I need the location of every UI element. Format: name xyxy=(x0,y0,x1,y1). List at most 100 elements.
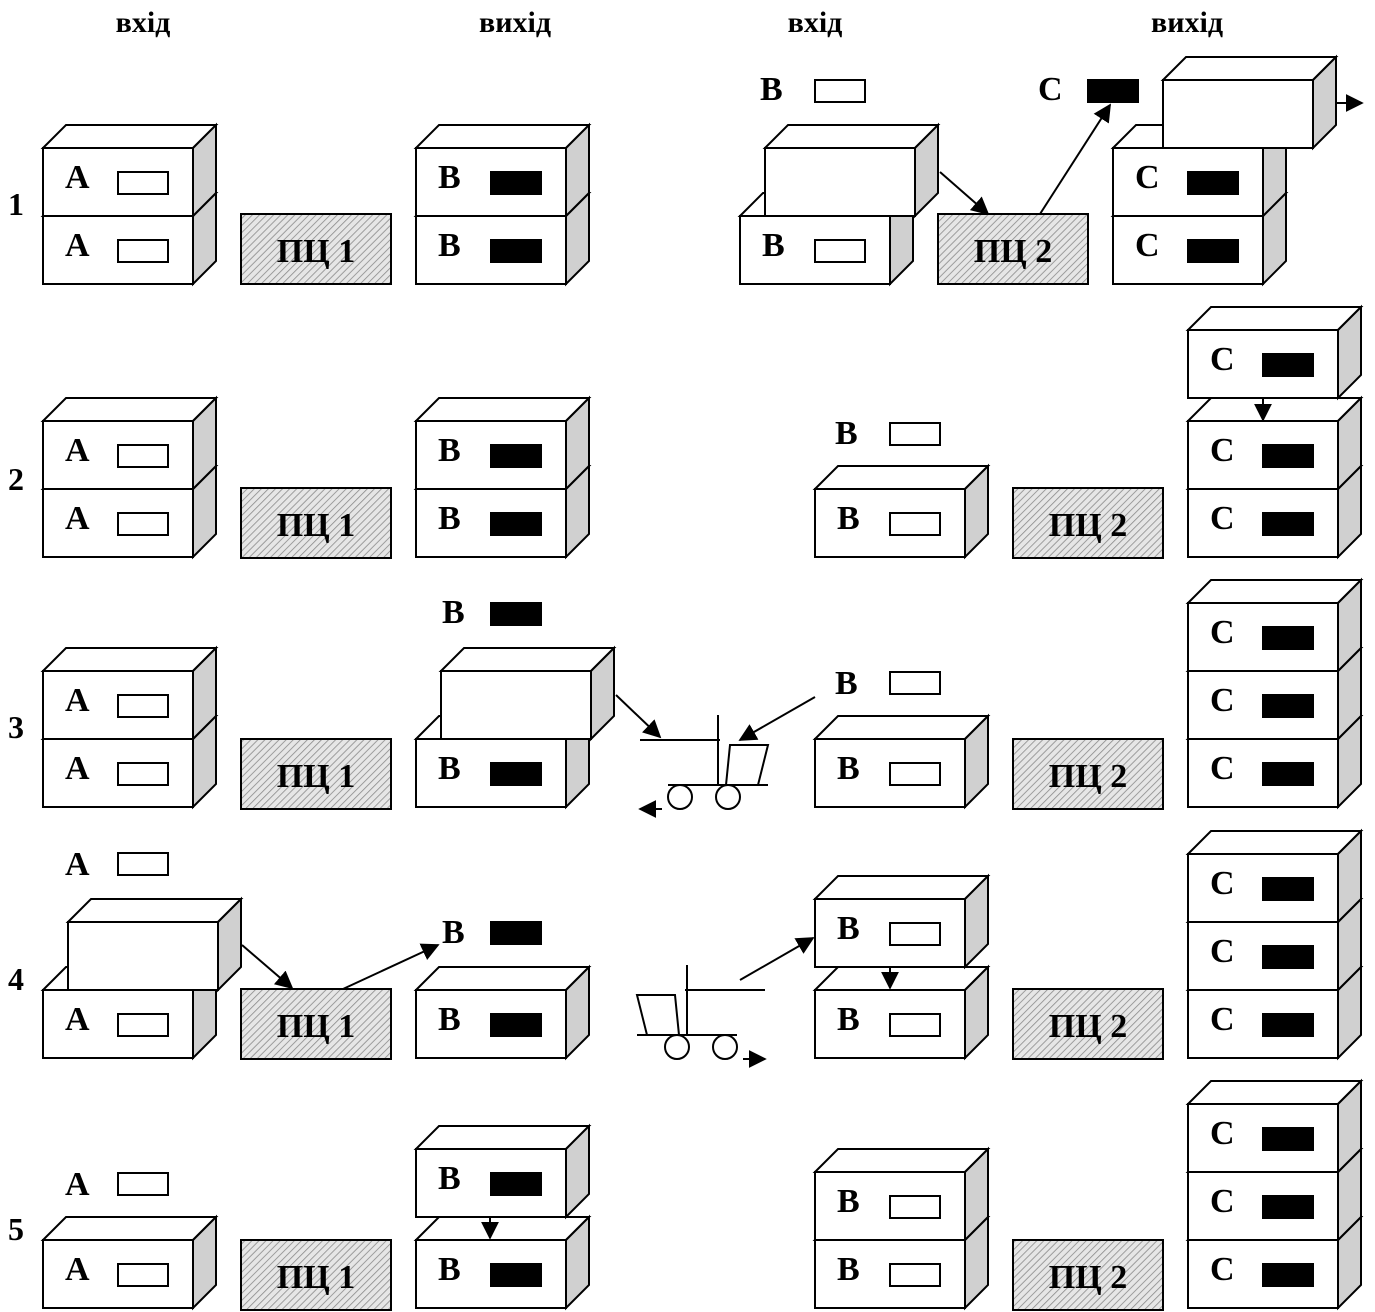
empty-label-tag xyxy=(889,1013,941,1037)
pallet-box-b: B xyxy=(812,964,991,1061)
flow-arrow xyxy=(241,944,294,990)
row-number: 3 xyxy=(8,709,24,745)
box-letter: C xyxy=(1210,1183,1235,1220)
empty-label-tag xyxy=(889,1195,941,1219)
forklift xyxy=(638,715,770,818)
box-letter: C xyxy=(1210,1251,1235,1288)
filled-label-tag xyxy=(1262,626,1314,650)
filled-label-tag xyxy=(490,1263,542,1287)
filled-label-tag xyxy=(1087,79,1139,103)
forklift xyxy=(635,965,767,1068)
box-letter: A xyxy=(65,227,90,264)
moving-box xyxy=(762,122,941,219)
box-letter: B xyxy=(837,1183,860,1220)
cab xyxy=(635,994,681,1036)
wheel xyxy=(712,1034,738,1060)
wheel xyxy=(667,784,693,810)
pallet-box-c: C xyxy=(1185,395,1364,492)
box-letter: B xyxy=(438,750,461,787)
flow-arrow xyxy=(739,937,815,981)
pallet-box-a: A xyxy=(40,645,219,742)
processing-center-2-label: ПЦ 2 xyxy=(1049,1008,1127,1045)
box-letter: B xyxy=(837,1251,860,1288)
box-letter: C xyxy=(1210,500,1235,537)
flow-arrow xyxy=(939,171,990,216)
wheel xyxy=(715,784,741,810)
row-number: 5 xyxy=(8,1211,24,1247)
box-top xyxy=(413,1216,592,1241)
box-letter: B xyxy=(438,159,461,196)
pallet-box-b: B xyxy=(413,1214,592,1311)
empty-label-tag xyxy=(814,239,866,263)
box-letter: B xyxy=(438,1251,461,1288)
box-top xyxy=(40,397,219,422)
box-letter: B xyxy=(438,1001,461,1038)
pallet-box-a: A xyxy=(40,122,219,219)
floating-letter: A xyxy=(65,1166,90,1203)
pallet-box-c: C xyxy=(1185,964,1364,1061)
filled-label-tag xyxy=(1262,1263,1314,1287)
box-letter: B xyxy=(762,227,785,264)
box-top xyxy=(1160,56,1339,81)
empty-label-tag xyxy=(889,922,941,946)
row-number: 1 xyxy=(8,186,24,222)
box-letter: C xyxy=(1210,750,1235,787)
box-top xyxy=(1185,579,1364,604)
box-top xyxy=(413,397,592,422)
processing-center-2 xyxy=(1012,738,1164,810)
processing-center-2-label: ПЦ 2 xyxy=(974,233,1052,270)
pallet-box-c: C xyxy=(1185,645,1364,742)
filled-label-tag xyxy=(1187,239,1239,263)
box-top xyxy=(40,1216,219,1241)
box-letter: C xyxy=(1210,341,1235,378)
filled-label-tag xyxy=(490,444,542,468)
box-top xyxy=(438,647,617,672)
pallet-box-b: B xyxy=(812,713,991,810)
pallet-box-c: C xyxy=(1185,577,1364,674)
box-letter: A xyxy=(65,1251,90,1288)
empty-label-tag xyxy=(117,1172,169,1196)
moving-box xyxy=(65,896,244,993)
filled-label-tag xyxy=(490,762,542,786)
filled-label-tag xyxy=(1262,1195,1314,1219)
filled-label-tag xyxy=(1262,694,1314,718)
floating-letter: B xyxy=(835,415,858,452)
cab xyxy=(724,744,770,786)
moving-box xyxy=(438,645,617,742)
box-top xyxy=(40,124,219,149)
box-letter: A xyxy=(65,159,90,196)
box-top xyxy=(812,1148,991,1173)
box-top xyxy=(762,124,941,149)
wheel xyxy=(664,1034,690,1060)
box-letter: B xyxy=(438,227,461,264)
processing-center-1-label: ПЦ 1 xyxy=(277,758,355,795)
processing-center-2-label: ПЦ 2 xyxy=(1049,1259,1127,1296)
processing-center-1 xyxy=(240,738,392,810)
pallet-box-c: C xyxy=(1185,304,1364,401)
pallet-box-b: B xyxy=(812,463,991,560)
floating-letter: B xyxy=(442,914,465,951)
box-letter: C xyxy=(1210,432,1235,469)
box-letter: C xyxy=(1135,227,1160,264)
filled-label-tag xyxy=(1262,512,1314,536)
processing-center-1-label: ПЦ 1 xyxy=(277,233,355,270)
box-letter: C xyxy=(1135,159,1160,196)
column-header: вхід xyxy=(788,6,843,39)
pallet-box-c: C xyxy=(1185,828,1364,925)
floating-letter: B xyxy=(760,71,783,108)
filled-label-tag xyxy=(490,171,542,195)
pallet-box-c: C xyxy=(1185,896,1364,993)
processing-center-2 xyxy=(937,213,1089,285)
processing-center-1-label: ПЦ 1 xyxy=(277,1259,355,1296)
moving-box xyxy=(1160,54,1339,151)
flow-arrow xyxy=(1039,103,1111,215)
box-front xyxy=(1162,79,1314,149)
pallet-box-b: B xyxy=(413,1123,592,1220)
pallet-box-a: A xyxy=(40,395,219,492)
box-top xyxy=(1185,306,1364,331)
box-letter: B xyxy=(837,500,860,537)
filled-label-tag xyxy=(1262,1013,1314,1037)
box-letter: A xyxy=(65,750,90,787)
empty-label-tag xyxy=(889,671,941,695)
box-letter: A xyxy=(65,500,90,537)
